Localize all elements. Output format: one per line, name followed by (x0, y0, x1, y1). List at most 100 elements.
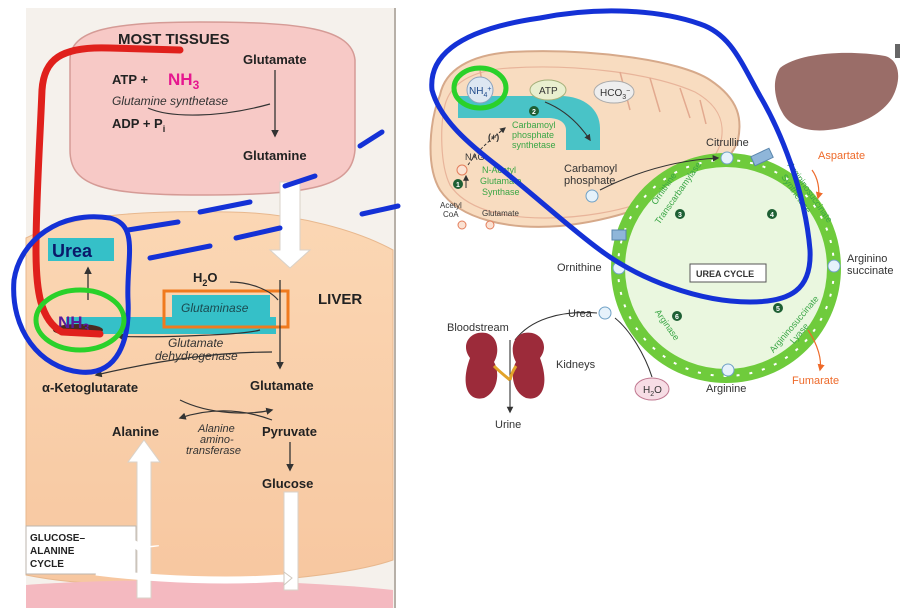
nh3-top-label: NH3 (168, 70, 200, 92)
most-tissues-label: MOST TISSUES (118, 31, 230, 48)
pyruvate-label: Pyruvate (262, 424, 317, 439)
liver-organ-icon (774, 52, 899, 131)
glutamine-synthetase-label: Glutamine synthetase (112, 94, 228, 108)
step-2-badge (529, 106, 539, 116)
nh4-label: NH4+ (469, 86, 491, 99)
arrow-atp-adp (147, 103, 271, 116)
nag-label: NAG (465, 152, 485, 162)
blue-annotation-loop-left (11, 214, 133, 375)
cps-label-3: synthetase (512, 140, 556, 150)
glutaminase-highlight (172, 295, 270, 319)
gac-label-3: CYCLE (30, 559, 64, 570)
atp-node (529, 79, 567, 101)
urea-label-right: Urea (568, 308, 593, 320)
ala-amino-label-2: amino- (200, 434, 234, 446)
alanine-label: Alanine (112, 424, 159, 439)
plus-sign: (+) (488, 132, 499, 142)
glutaminase-label: Glutaminase (181, 301, 249, 315)
annotations (11, 8, 900, 375)
argininosuccinate-label-2: succinate (847, 265, 893, 277)
glutamate-dh-label-2: dehydrogenase (155, 349, 238, 363)
glutamate-label: Glutamate (482, 209, 519, 218)
arrow-glutamate-dh (94, 351, 273, 378)
nh3-liver-label: NH3 (58, 313, 90, 335)
step-1-number: 1 (456, 182, 460, 189)
bloodstream-label: Bloodstream (447, 322, 509, 334)
step-6-badge (672, 311, 682, 321)
step-6-number: 6 (675, 314, 679, 321)
urea-label: Urea (52, 241, 93, 261)
kidney-right-icon (512, 332, 545, 399)
kidneys-label: Kidneys (556, 359, 596, 371)
argininosuccinate-node (827, 259, 841, 273)
hco3-label: HCO3− (600, 88, 630, 101)
blue-dash-4 (357, 129, 385, 149)
step-3-badge (675, 209, 685, 219)
h2o-node (634, 377, 670, 401)
h2o-label-right: H2O (643, 385, 662, 398)
ala-amino-label-1: Alanine (197, 423, 235, 435)
carbamoyl-label-2: phosphate (564, 175, 615, 187)
arginine-label: Arginine (706, 383, 746, 395)
arrow-transamination-1 (179, 399, 274, 415)
glutamate-top-label: Glutamate (243, 52, 307, 67)
gac-label-2: ALANINE (30, 546, 75, 557)
ornithine-label: Ornithine (557, 262, 602, 274)
scroll-marker (895, 44, 900, 58)
step-5-badge (773, 303, 783, 313)
glucose-label: Glucose (262, 476, 313, 491)
nh4-node (466, 76, 494, 104)
acetylcoa-node (457, 220, 467, 230)
arginine-node (721, 363, 735, 377)
urine-label: Urine (495, 419, 521, 431)
nags-label-2: Glutamate (480, 176, 522, 186)
step-4-number: 4 (770, 212, 774, 219)
step-1-badge (453, 179, 463, 189)
arrow-urea-bloodstream (514, 311, 598, 341)
atp-plus-label: ATP + (112, 72, 148, 87)
gac-box (25, 525, 137, 575)
hco3-node (593, 80, 635, 104)
left-panel: MOST TISSUES Glutamate ATP + NH3 Glutami… (25, 8, 396, 608)
arrow-nag-activation (467, 127, 506, 166)
fumarate-label: Fumarate (792, 375, 839, 387)
acetyl-coa-label-2: CoA (443, 210, 459, 219)
red-annotation-line (32, 44, 184, 338)
step-5-number: 5 (776, 306, 780, 313)
argininosuccinate-label-1: Argininо (847, 253, 887, 265)
cps-label-1: Carbamoyl (512, 120, 556, 130)
nags-label-3: Synthase (482, 187, 520, 197)
urea-cycle-label: UREA CYCLE (696, 269, 754, 279)
carbamoyl-highlight (458, 96, 600, 150)
step-3-number: 3 (678, 212, 682, 219)
green-circle-nh3-left (33, 287, 127, 353)
ureters-icon (492, 364, 518, 382)
atp-label: ATP (539, 86, 558, 97)
blue-dash-6 (233, 225, 283, 241)
liver-label: LIVER (318, 291, 362, 308)
blue-dash-7 (359, 203, 401, 217)
arrow-h2o (229, 281, 279, 301)
arrow-h2o-arginase (614, 317, 653, 378)
arrow-aspartate (811, 169, 823, 200)
gac-label-1: GLUCOSE– (30, 533, 85, 544)
urea-node (598, 306, 612, 320)
glutamate-dh-label-1: Glutamate (168, 336, 224, 350)
citrulline-label: Citrulline (706, 137, 749, 149)
kidney-left-icon (465, 332, 498, 399)
nag-node (456, 164, 468, 176)
ketoglutarate-label: α-Ketoglutarate (42, 380, 138, 395)
blue-annotation-loop-right (429, 8, 813, 305)
h2o-label: H2O (193, 270, 218, 288)
glutaminase-orange-box (162, 289, 290, 329)
glutamate-node (485, 220, 495, 230)
citrulline-transporter (750, 147, 774, 167)
cps-label-2: phosphate (512, 130, 554, 140)
right-panel: NH4+ ATP HCO3− 2 Carbamoyl phosphate syn… (429, 50, 899, 431)
ala-amino-label-3: transferase (186, 445, 241, 457)
urea-highlight (48, 238, 114, 261)
blood-vessel (26, 580, 393, 608)
glucose-down-arrow (283, 491, 299, 591)
citrulline-node (720, 151, 734, 165)
